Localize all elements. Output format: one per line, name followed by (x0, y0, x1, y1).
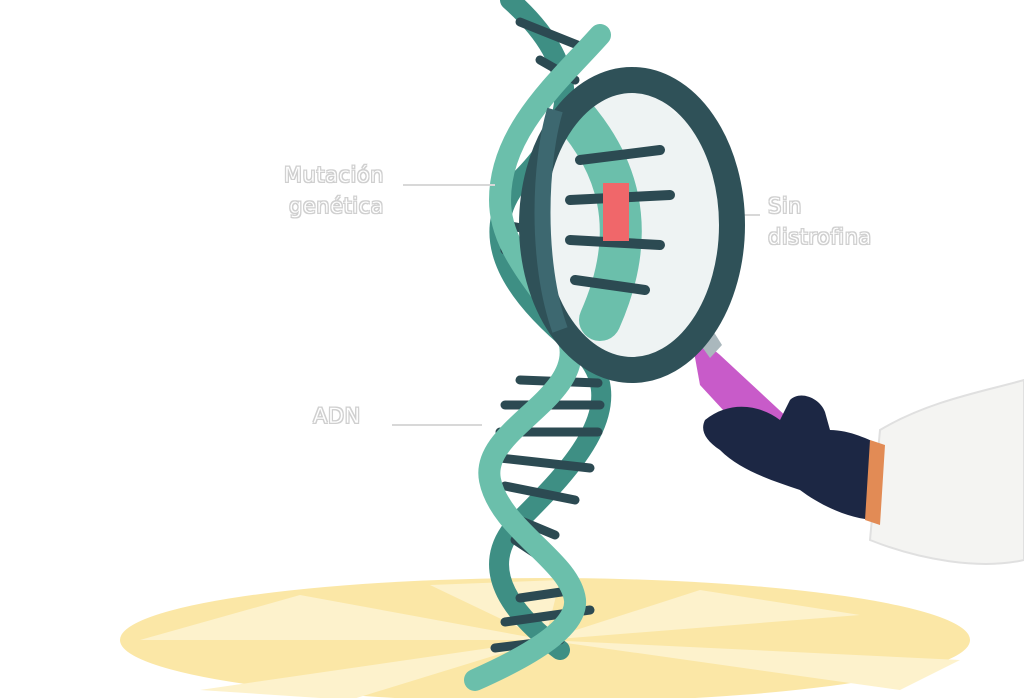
gloved-hand (703, 395, 885, 525)
no-dystrophin-label-line2: distrofina (768, 225, 872, 249)
mutation-label-line2: genética (289, 194, 384, 218)
dna-label: ADN (313, 404, 361, 428)
no-dystrophin-label-line1: Sin (768, 194, 802, 218)
mutation-label-line1: Mutación (283, 163, 384, 187)
mutation-label: Mutación genética (268, 160, 384, 222)
magnifying-glass-icon (519, 67, 790, 450)
no-dystrophin-label: Sin distrofina (768, 191, 872, 253)
lab-coat-sleeve (868, 378, 1024, 565)
